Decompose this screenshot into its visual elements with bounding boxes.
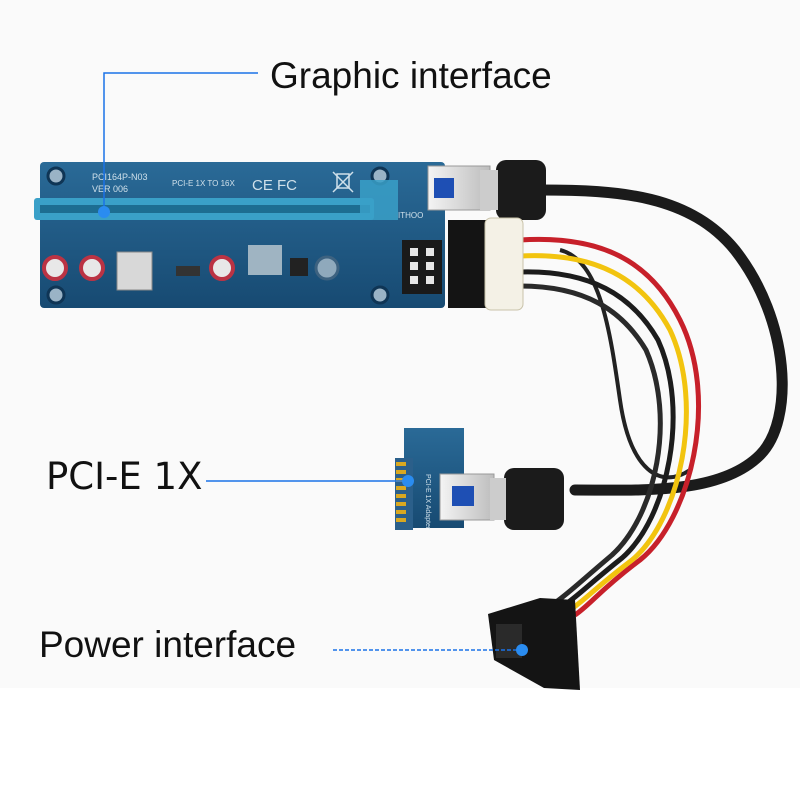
slot-latch bbox=[360, 180, 398, 220]
gold-fingers bbox=[396, 462, 406, 522]
molex-connector bbox=[484, 217, 524, 311]
wire-black-2 bbox=[519, 283, 663, 605]
adapter-text: PCI-E 1X Adapter bbox=[424, 474, 431, 530]
sata-power-connector bbox=[488, 598, 580, 690]
wire-red bbox=[519, 236, 701, 618]
wire-black-1 bbox=[519, 269, 676, 609]
usb-plug-metal bbox=[480, 170, 498, 210]
board-version-text: VER 006 bbox=[92, 184, 128, 194]
usb-tongue bbox=[452, 486, 474, 506]
brand-text: ITHOO bbox=[398, 211, 423, 220]
leader-dot-pcie bbox=[402, 475, 414, 487]
mount-hole bbox=[46, 166, 66, 186]
molex-housing-dark bbox=[448, 220, 490, 308]
smd-component bbox=[176, 266, 200, 276]
leader-dot-power bbox=[516, 644, 528, 656]
ic-chip bbox=[290, 258, 308, 276]
usb-cable bbox=[534, 184, 788, 496]
weee-bin-icon bbox=[332, 171, 354, 193]
capacitor bbox=[314, 255, 340, 281]
usb-plug-bottom bbox=[504, 468, 564, 530]
cable-strand-dark bbox=[559, 248, 692, 480]
usb-tongue bbox=[434, 178, 454, 198]
leader-line-graphic bbox=[103, 72, 258, 212]
inductor bbox=[248, 245, 282, 275]
usb-plug-top bbox=[496, 160, 546, 220]
pcie-6pin-header bbox=[402, 240, 442, 294]
capacitor bbox=[79, 255, 105, 281]
leader-dot-graphic bbox=[98, 206, 110, 218]
header-pins bbox=[410, 248, 434, 284]
callout-graphic-interface: Graphic interface bbox=[270, 55, 552, 96]
mount-hole bbox=[370, 285, 390, 305]
board-desc-text: PCI-E 1X TO 16X bbox=[172, 179, 236, 188]
voltage-regulator bbox=[116, 251, 153, 291]
cert-marks: CE FC bbox=[252, 177, 297, 194]
usb-plug-metal bbox=[490, 478, 506, 520]
board-model-text: PCI164P-N03 bbox=[92, 172, 148, 182]
slot-groove bbox=[40, 205, 370, 213]
capacitor bbox=[209, 255, 235, 281]
photo-background bbox=[0, 0, 800, 688]
mount-hole bbox=[46, 285, 66, 305]
capacitor bbox=[42, 255, 68, 281]
callout-pcie-1x: PCI-E 1X bbox=[46, 455, 203, 498]
callout-power-interface: Power interface bbox=[39, 624, 297, 665]
wire-yellow bbox=[519, 253, 689, 613]
